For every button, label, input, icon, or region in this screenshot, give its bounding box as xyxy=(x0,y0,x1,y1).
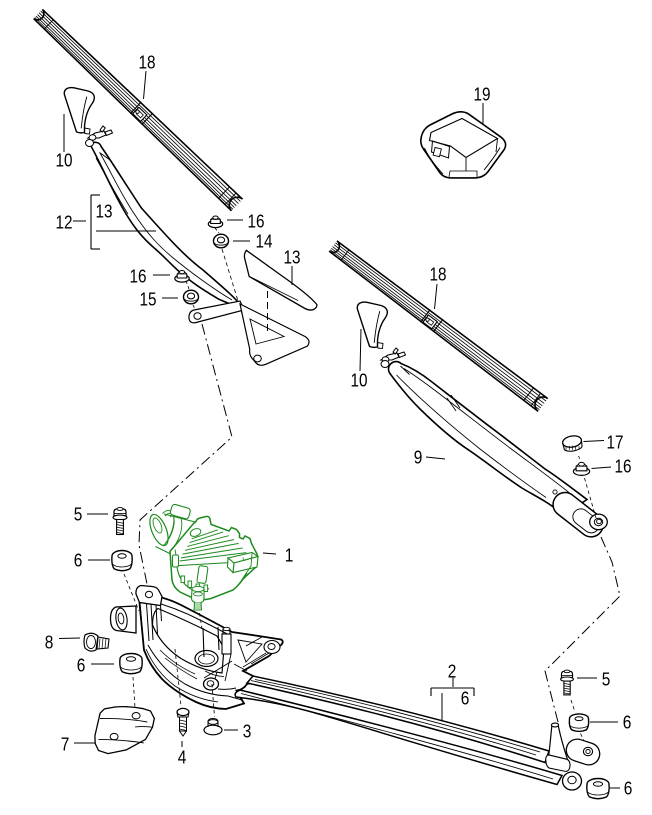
svg-text:8: 8 xyxy=(45,633,54,653)
svg-text:16: 16 xyxy=(248,212,265,232)
svg-text:16: 16 xyxy=(615,457,632,477)
svg-text:6: 6 xyxy=(623,713,632,733)
svg-text:2: 2 xyxy=(448,662,457,682)
svg-text:10: 10 xyxy=(56,151,73,171)
svg-text:17: 17 xyxy=(607,433,624,453)
svg-text:19: 19 xyxy=(474,85,491,105)
svg-text:10: 10 xyxy=(351,371,368,391)
svg-text:5: 5 xyxy=(602,670,611,690)
svg-text:3: 3 xyxy=(243,722,252,742)
svg-text:16: 16 xyxy=(130,267,147,287)
svg-text:13: 13 xyxy=(96,202,113,222)
svg-text:9: 9 xyxy=(414,448,423,468)
svg-text:12: 12 xyxy=(56,213,73,233)
svg-text:5: 5 xyxy=(74,505,83,525)
svg-text:15: 15 xyxy=(140,290,157,310)
svg-text:6: 6 xyxy=(624,779,633,799)
svg-text:6: 6 xyxy=(461,689,470,709)
svg-text:14: 14 xyxy=(256,232,273,252)
svg-text:18: 18 xyxy=(139,53,156,73)
svg-text:13: 13 xyxy=(284,248,301,268)
svg-text:6: 6 xyxy=(74,551,83,571)
svg-text:18: 18 xyxy=(430,265,447,285)
svg-text:1: 1 xyxy=(285,546,294,566)
svg-text:4: 4 xyxy=(178,748,187,768)
svg-text:7: 7 xyxy=(61,735,70,755)
svg-text:6: 6 xyxy=(77,656,86,676)
